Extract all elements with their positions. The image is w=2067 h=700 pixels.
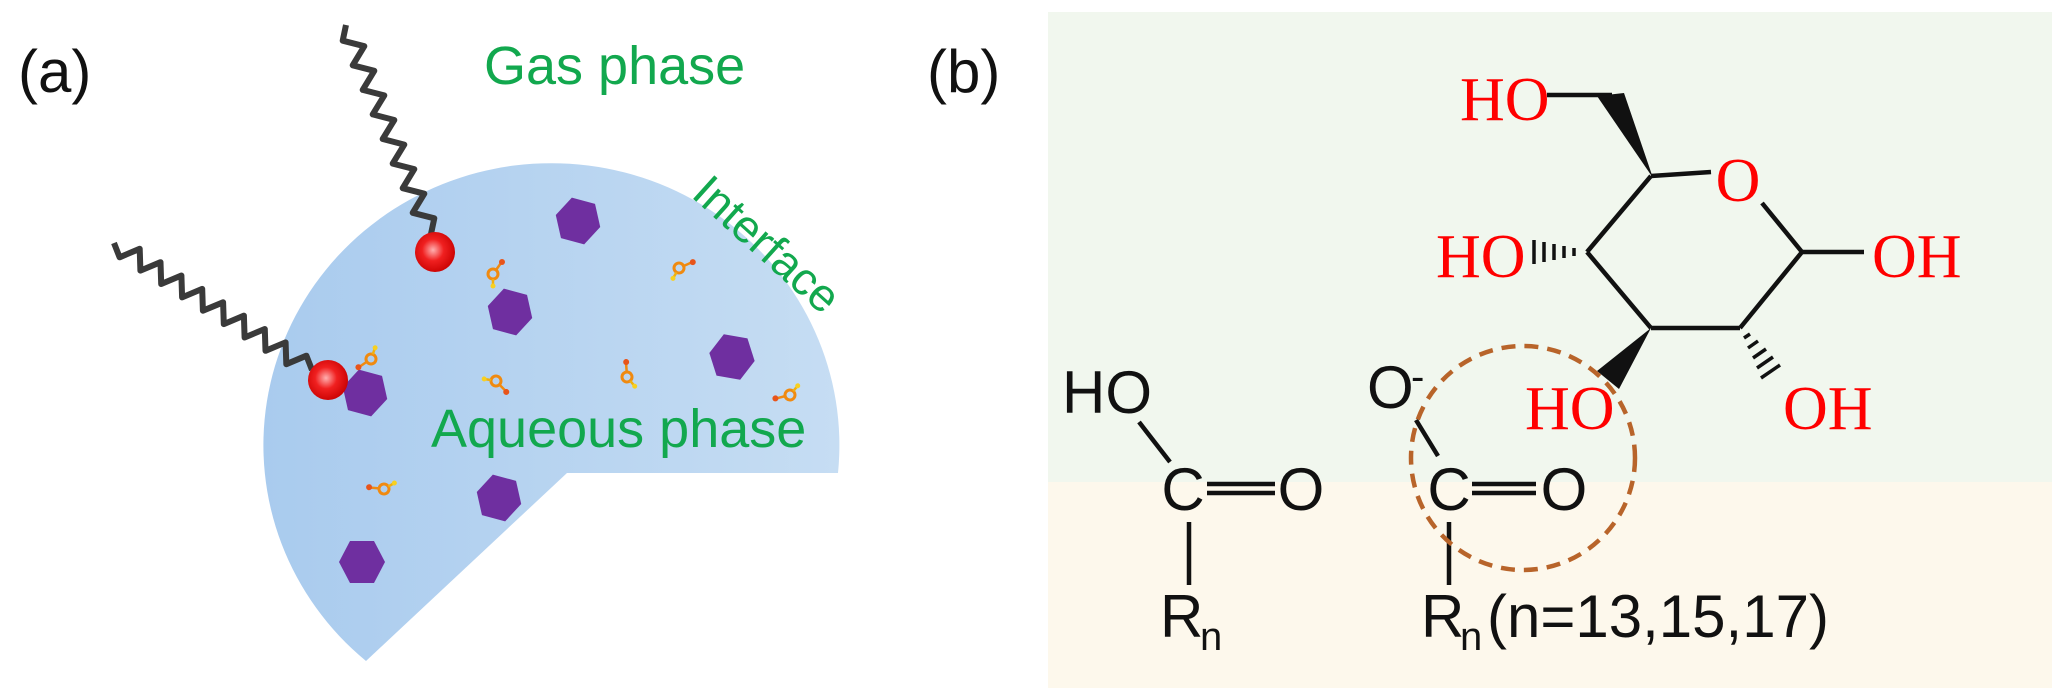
panel-a-label: (a)	[18, 38, 91, 105]
charge-label: -	[1411, 355, 1424, 399]
sugar-hexagons	[339, 197, 755, 583]
atom-label: O	[1367, 354, 1414, 421]
atom-label: O	[1716, 147, 1761, 215]
atom-label: HO	[1062, 359, 1152, 426]
atom-label: HO	[1436, 223, 1526, 291]
hexagon-icon	[342, 369, 388, 417]
atom-label: OH	[1783, 375, 1873, 443]
hexagon-icon	[487, 288, 533, 336]
fatty-acid: HO C O R n	[1062, 359, 1324, 659]
chain-length-note: (n=13,15,17)	[1487, 583, 1829, 650]
surfactant-tail-1	[339, 24, 438, 235]
hexagon-icon	[476, 474, 522, 522]
atom-label: R	[1160, 583, 1203, 650]
atom-label: C	[1427, 456, 1470, 523]
aqueous-droplet	[263, 163, 840, 661]
glucose: HO O OH HO HO	[1436, 66, 1962, 443]
atom-label: O	[1541, 456, 1588, 523]
hexagon-icon	[339, 541, 385, 583]
atom-label: C	[1161, 456, 1204, 523]
gas-region	[1048, 12, 2052, 482]
panel-a: (a) Gas phase Interface Aqueous phase	[18, 24, 851, 661]
atom-label: R	[1421, 583, 1464, 650]
atom-label: HO	[1525, 375, 1615, 443]
subscript: n	[1200, 615, 1222, 659]
interaction-highlight-circle	[1408, 343, 1638, 573]
surfactant-head-1	[415, 232, 455, 272]
hexagon-icon	[709, 334, 755, 380]
aqueous-region	[1048, 482, 2052, 688]
atom-label: O	[1278, 456, 1325, 523]
panel-b: (b) HO C O R n O - C O R n (n=13,15	[927, 12, 2052, 688]
aqueous-phase-label: Aqueous phase	[431, 399, 806, 459]
gas-phase-label: Gas phase	[484, 36, 745, 96]
panel-b-label: (b)	[927, 38, 1000, 105]
atom-label: OH	[1872, 223, 1962, 291]
carboxylate: O - C O R n (n=13,15,17)	[1367, 354, 1829, 659]
atom-label: HO	[1460, 66, 1550, 134]
subscript: n	[1460, 615, 1482, 659]
surfactant-head-2	[308, 360, 348, 400]
hexagon-icon	[555, 197, 601, 245]
surfactant-tail-2	[111, 241, 315, 372]
